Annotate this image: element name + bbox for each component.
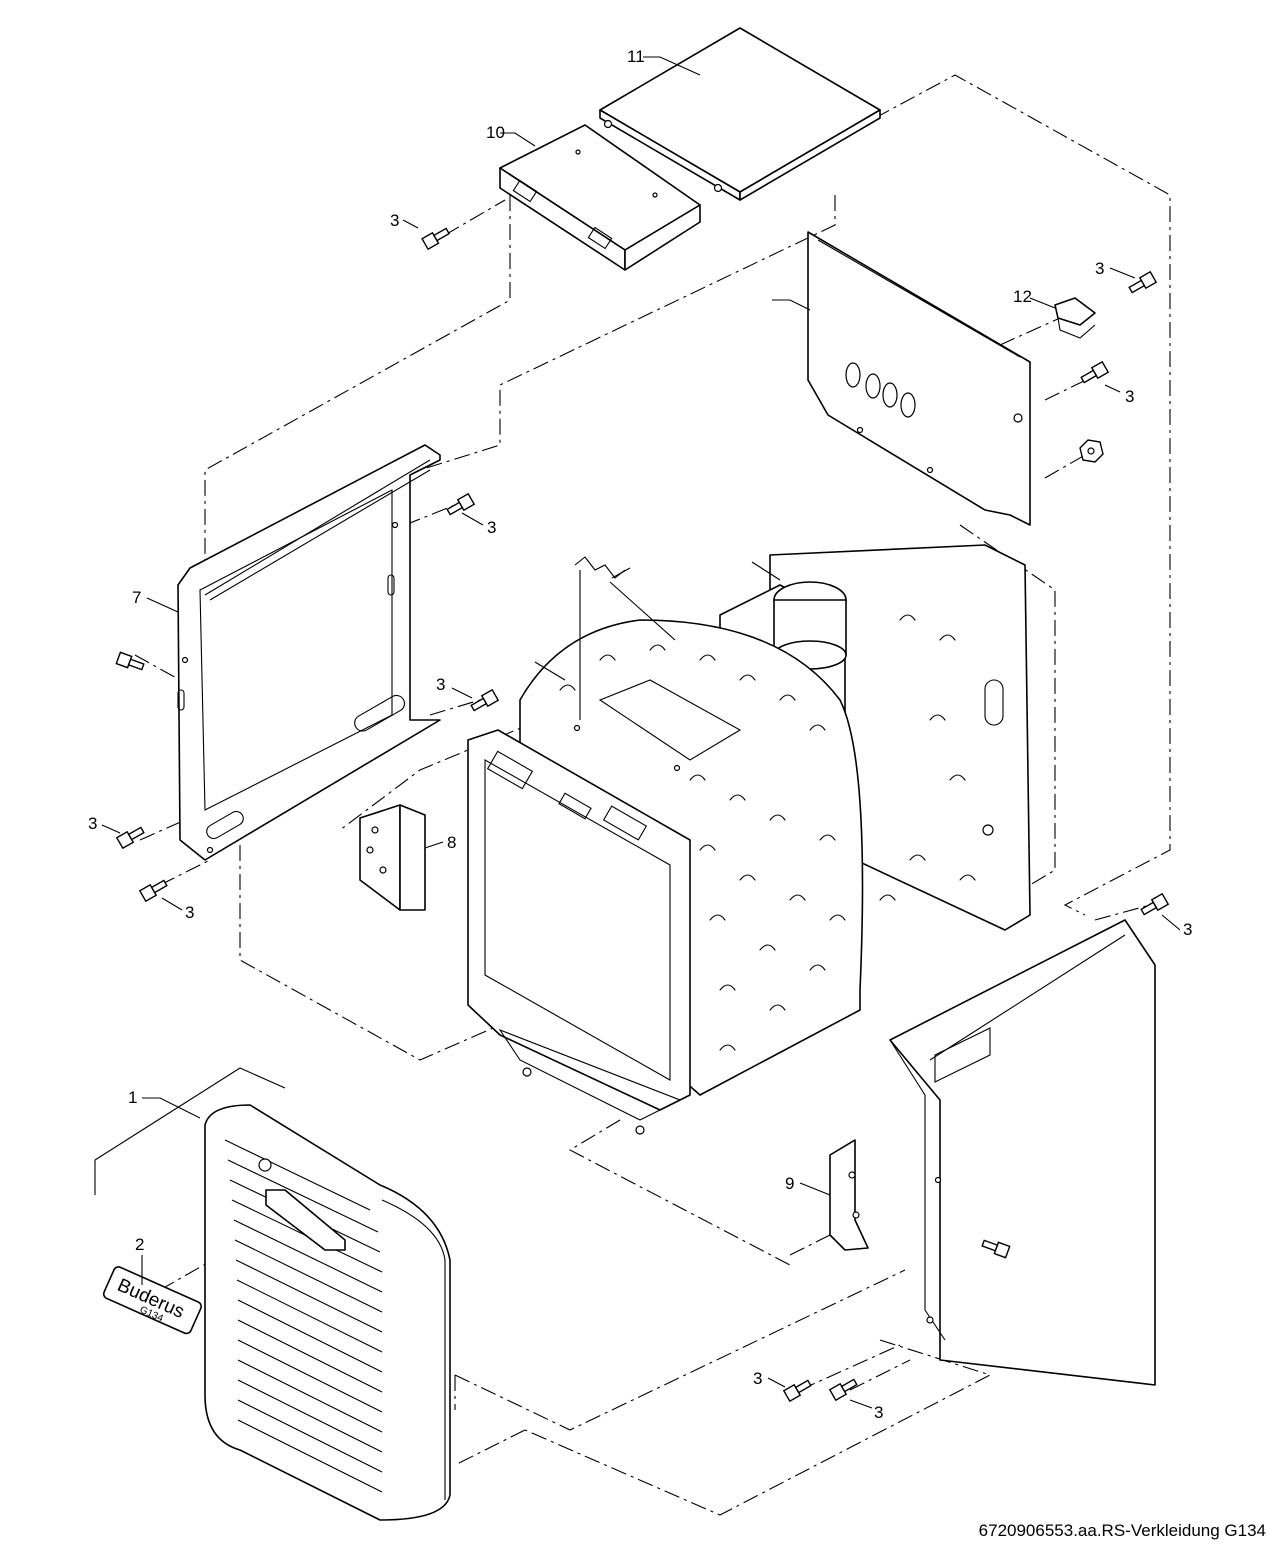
callout-7: 11 bbox=[627, 47, 645, 66]
screw-icon bbox=[782, 1379, 812, 1403]
callout-8: 12 bbox=[1013, 287, 1032, 306]
side-frame bbox=[177, 444, 441, 861]
screw-icon bbox=[1140, 892, 1170, 916]
leader-lines bbox=[94, 56, 1181, 1409]
callout-5-b: 9 bbox=[785, 1174, 794, 1193]
callout-3-h: 3 bbox=[1183, 920, 1192, 939]
callout-1: 1 bbox=[128, 1088, 137, 1107]
callout-2: 2 bbox=[135, 1235, 144, 1254]
callout-3-b: 3 bbox=[1095, 259, 1104, 278]
nameplate-badge: Buderus G134 bbox=[102, 1266, 202, 1335]
side-panel bbox=[889, 919, 1156, 1386]
figure-caption: 6720906553.aa.RS-Verkleidung G134 bbox=[978, 1521, 1266, 1540]
callout-5-a: 8 bbox=[447, 833, 456, 852]
callout-6: 10 bbox=[486, 123, 505, 142]
screw-icon bbox=[138, 879, 168, 903]
screw-icon bbox=[1128, 270, 1158, 294]
insulated-boiler-body bbox=[519, 614, 976, 1096]
callout-3-g: 3 bbox=[185, 903, 194, 922]
mounting-bracket-upper bbox=[359, 804, 426, 911]
screw-icon bbox=[115, 651, 145, 671]
front-chassis bbox=[467, 729, 691, 1135]
screws bbox=[115, 227, 1170, 1403]
callout-3-i: 3 bbox=[753, 1369, 762, 1388]
screw-icon bbox=[446, 492, 476, 516]
screw-icon bbox=[1080, 360, 1110, 384]
callout-labels: 11 10 3 3 12 3 3 7 3 3 8 3 3 1 9 2 3 3 bbox=[88, 47, 1192, 1422]
screw-icon bbox=[828, 1378, 858, 1402]
mounting-bracket-lower bbox=[829, 1139, 869, 1251]
screw-icon bbox=[470, 688, 500, 712]
screw-icon bbox=[421, 227, 451, 251]
rear-panel bbox=[807, 231, 1031, 526]
insulation-texture bbox=[559, 614, 976, 1051]
callout-3-c: 3 bbox=[1125, 387, 1134, 406]
control-housing bbox=[499, 124, 701, 271]
callout-4: 7 bbox=[132, 588, 141, 607]
screw-icon bbox=[115, 826, 145, 850]
callout-3-f: 3 bbox=[88, 814, 97, 833]
callout-3-d: 3 bbox=[487, 518, 496, 537]
callout-3-j: 3 bbox=[874, 1403, 883, 1422]
callout-3-a: 3 bbox=[390, 211, 399, 230]
screw-icon bbox=[981, 1239, 1011, 1259]
cable-clip bbox=[1054, 297, 1096, 339]
top-cover-panel bbox=[599, 27, 881, 201]
callout-3-e: 3 bbox=[436, 675, 445, 694]
retaining-spring bbox=[574, 556, 676, 720]
nut-icon bbox=[1079, 439, 1104, 463]
front-door-panel bbox=[204, 1104, 451, 1521]
